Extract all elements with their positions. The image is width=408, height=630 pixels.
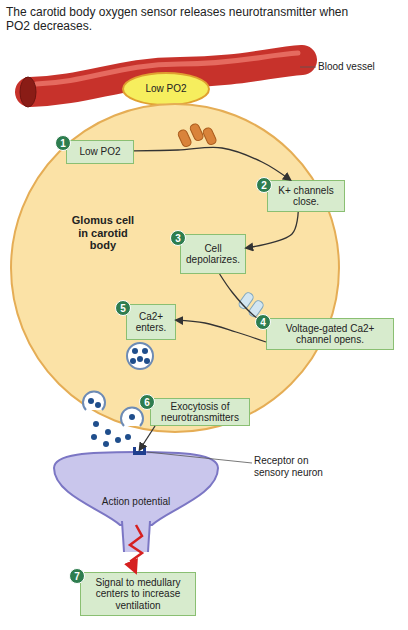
- step-box: Signal to medullary centers to increase …: [80, 572, 196, 616]
- flow-arrow: [140, 426, 155, 450]
- node-text: K+ channels close.: [271, 185, 341, 208]
- node-text: Action potential: [48, 496, 224, 508]
- flow-arrow: [220, 274, 266, 324]
- neurotransmitter: [142, 348, 148, 354]
- neurotransmitter: [132, 348, 138, 354]
- part-label: Blood vessel: [318, 61, 398, 73]
- axon-edge: [122, 521, 124, 552]
- neurotransmitter: [88, 398, 94, 404]
- vessel-opening: [20, 77, 36, 107]
- neurotransmitter: [93, 421, 99, 427]
- released-neurotransmitter: [88, 398, 135, 447]
- flow-arrow: [246, 212, 298, 248]
- flow-arrow: [176, 320, 266, 342]
- neurotransmitter: [105, 429, 111, 435]
- node-text: Exocytosis of neurotransmitters: [154, 401, 246, 424]
- ca-channel-subunit: [248, 299, 265, 318]
- fusing-vesicle: [83, 391, 105, 410]
- axon-edge: [148, 521, 150, 552]
- ca-channel-subunit: [238, 291, 255, 310]
- node-text: Voltage-gated Ca2+ channel opens.: [270, 323, 390, 346]
- step-box: Exocytosis of neurotransmitters: [150, 398, 250, 426]
- k-channel-subunit: [189, 123, 204, 142]
- step-box: K+ channels close.: [267, 180, 345, 212]
- node-outline: [48, 450, 224, 525]
- sensory-neuron: Action potential: [48, 450, 224, 525]
- leader-line: [147, 452, 252, 463]
- step-box: Voltage-gated Ca2+ channel opens.: [266, 318, 394, 350]
- neurotransmitter: [95, 402, 101, 408]
- node-text: Ca2+ enters.: [130, 311, 172, 334]
- neuron-terminal: [54, 452, 218, 525]
- k-channel: [177, 123, 217, 148]
- axon: [122, 521, 150, 552]
- figure-title: The carotid body oxygen sensor releases …: [6, 5, 356, 33]
- neurotransmitter: [144, 358, 150, 364]
- node-text: Low PO2: [79, 146, 120, 158]
- k-channel-subunit: [202, 127, 217, 146]
- neurotransmitter: [129, 414, 135, 420]
- node-text: Glomus cell in carotid body: [68, 214, 138, 252]
- step-box: Cell depolarizes.: [180, 234, 246, 274]
- fusing-vesicle: [121, 407, 143, 426]
- flow-arrow: [134, 147, 290, 180]
- part-label: Receptor on sensory neuron: [254, 455, 334, 479]
- node-text: Signal to medullary centers to increase …: [84, 577, 192, 612]
- neurotransmitter: [115, 437, 121, 443]
- neurotransmitter: [103, 441, 109, 447]
- node-outline: [9, 102, 341, 434]
- leader-line: [300, 67, 316, 68]
- receptor-symbol: [133, 447, 146, 455]
- neurotransmitter: [125, 434, 131, 440]
- glomus-cell: Glomus cell in carotid body Low PO2Cell d…: [9, 102, 341, 434]
- neurotransmitter-dots: [130, 348, 150, 364]
- ca-channel: [238, 291, 265, 318]
- neurotransmitter: [91, 434, 97, 440]
- oxygen-ellipse: [123, 73, 209, 105]
- k-channel-subunit: [177, 129, 192, 148]
- cell-membrane: [11, 104, 339, 432]
- action-potential-arrow: [130, 525, 142, 572]
- neurotransmitter: [137, 356, 143, 362]
- step-box: Low PO2: [66, 140, 134, 164]
- node-text: Cell depolarizes.: [184, 243, 242, 266]
- oxygen-callout: Low PO2: [122, 72, 210, 106]
- neurotransmitter: [130, 358, 136, 364]
- vesicle: [127, 343, 153, 369]
- step-box: Ca2+ enters.: [126, 304, 176, 340]
- node-text: Low PO2: [145, 83, 186, 95]
